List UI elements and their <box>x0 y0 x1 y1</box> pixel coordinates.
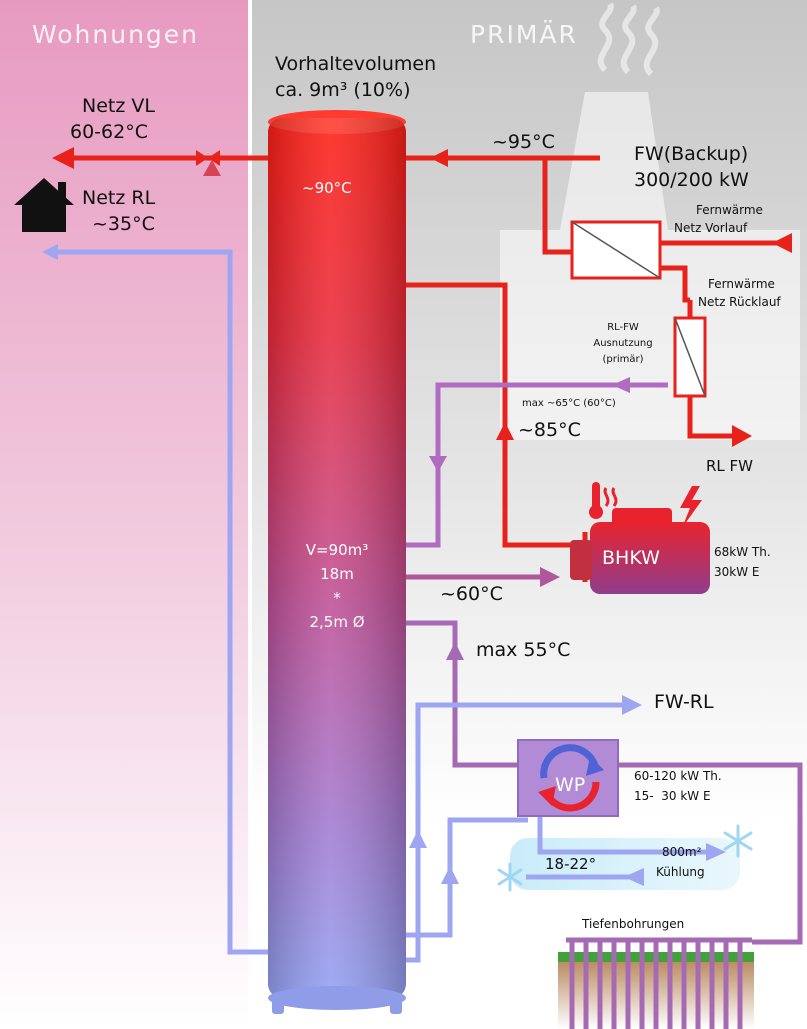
bhkw-electric: 30kW E <box>714 565 760 579</box>
hp-supply-loop <box>406 620 803 945</box>
bhkw-engine <box>570 508 710 594</box>
tank-times: * <box>333 589 341 607</box>
bhkw-supply-pipe <box>406 282 585 548</box>
rl-fw-use-line3: (primär) <box>602 354 644 365</box>
snowflake-icon <box>497 824 753 892</box>
rl-fw-max-temp: max ~65°C (60°C) <box>522 398 616 409</box>
fw-inflow-arrow <box>430 149 448 167</box>
bhkw-return-temp: ~60°C <box>440 583 503 605</box>
bhkw-supply-temp: ~85°C <box>518 419 581 441</box>
borehole-field <box>558 937 754 1029</box>
fw-ruecklauf-line2: Netz Rücklauf <box>698 295 781 309</box>
reserve-volume-line1: Vorhaltevolumen <box>275 53 437 75</box>
fw-backup-power: 300/200 kW <box>634 169 749 191</box>
wp-thermal: 60-120 kW Th. <box>634 769 722 783</box>
rl-fw-use-line2: Ausnutzung <box>593 338 653 349</box>
fw-rl-label: FW-RL <box>654 691 714 713</box>
fw-vorlauf-line2: Netz Vorlauf <box>674 221 748 235</box>
heat-exchanger-icon <box>570 220 707 398</box>
netz-rl-pipe <box>50 249 270 955</box>
wp-electric: 15- 30 kW E <box>634 789 711 803</box>
tank-diameter: 2,5m Ø <box>309 613 365 631</box>
cooling-label: Kühlung <box>656 865 705 879</box>
hp-max-temp: max 55°C <box>476 639 571 661</box>
bhkw-thermal: 68kW Th. <box>714 545 771 559</box>
cooling-temp: 18-22° <box>545 855 597 873</box>
netz-vl-arrow <box>52 147 74 169</box>
netz-vl-label: Netz VL <box>82 95 155 117</box>
mixing-valve <box>196 150 220 166</box>
fw-ruecklauf-line1: Fernwärme <box>708 277 775 291</box>
tank-volume: V=90m³ <box>305 541 369 559</box>
fw-vorlauf-line1: Fernwärme <box>696 203 763 217</box>
netz-vl-temp: 60-62°C <box>70 121 148 143</box>
rl-fw-arrow <box>732 425 752 447</box>
tank-top-temp: ~90°C <box>302 179 352 197</box>
storage-tank <box>268 110 406 1014</box>
thermometer-icon <box>589 482 618 519</box>
lightning-icon <box>680 486 702 528</box>
tank-height: 18m <box>320 565 354 583</box>
wp-label: WP <box>555 774 586 796</box>
section-primaer: PRIMÄR <box>470 20 578 49</box>
boreholes-label: Tiefenbohrungen <box>582 917 685 931</box>
netz-rl-label: Netz RL <box>82 187 156 209</box>
netz-rl-temp: ~35°C <box>92 213 155 235</box>
fw-backup-label: FW(Backup) <box>634 143 749 165</box>
wohnungen-panel <box>0 0 248 1029</box>
rl-fw-use-line1: RL-FW <box>607 322 639 333</box>
heat-pump <box>517 739 619 817</box>
rl-fw-label: RL FW <box>706 457 754 475</box>
bhkw-label: BHKW <box>602 547 660 569</box>
fw-supply-temp: ~95°C <box>492 131 555 153</box>
section-wohnungen: Wohnungen <box>32 20 200 49</box>
reserve-volume-line2: ca. 9m³ (10%) <box>275 79 411 101</box>
cooling-area-size: 800m² <box>662 845 702 859</box>
house-icon <box>14 178 74 232</box>
